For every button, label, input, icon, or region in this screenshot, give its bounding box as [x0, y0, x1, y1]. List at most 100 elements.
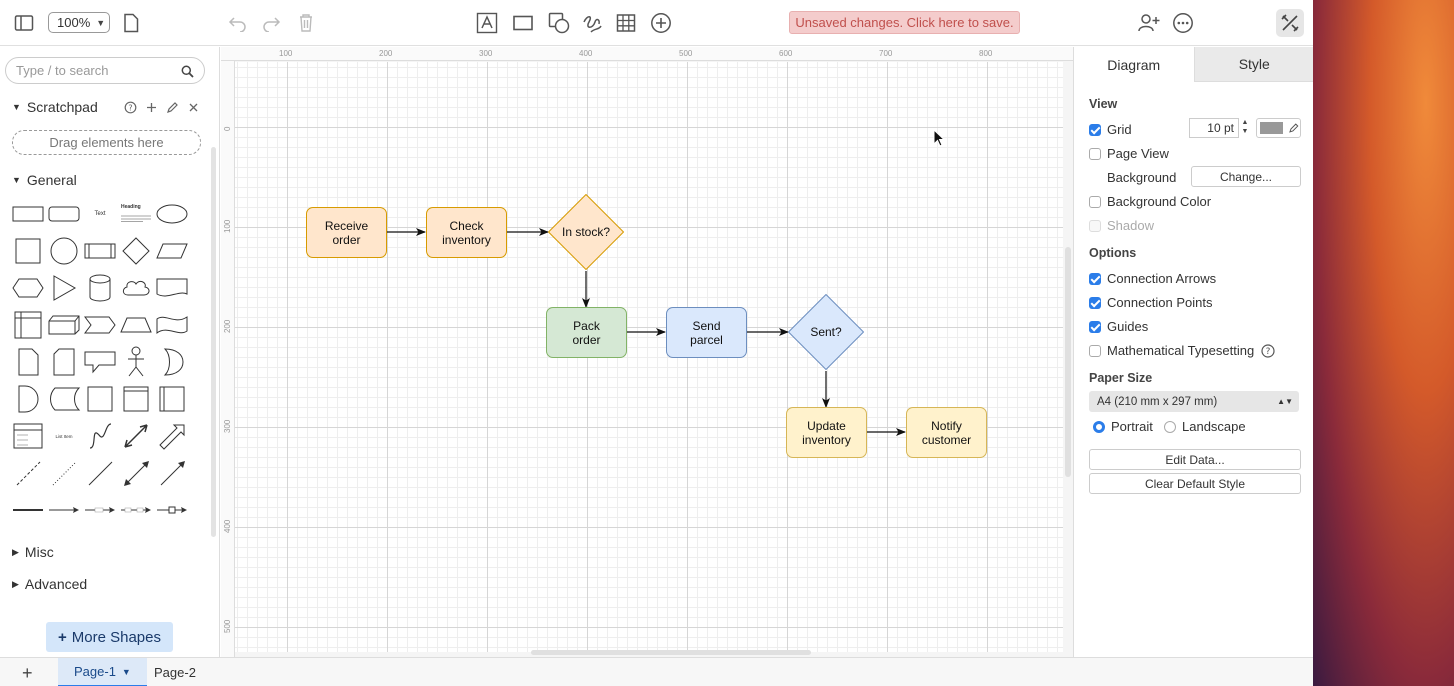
- zoom-dropdown[interactable]: 100%▼: [48, 12, 110, 33]
- sidebar-toggle-icon[interactable]: [14, 11, 34, 35]
- shape-line[interactable]: [82, 456, 118, 490]
- landscape-radio[interactable]: [1164, 420, 1176, 433]
- connection-arrows-checkbox[interactable]: [1089, 272, 1101, 285]
- background-color-checkbox[interactable]: [1089, 195, 1101, 208]
- shape-tape[interactable]: [154, 308, 190, 342]
- change-background-button[interactable]: Change...: [1191, 166, 1301, 187]
- stepper-up-icon[interactable]: ▲: [1241, 119, 1249, 126]
- shape-connector-label[interactable]: [82, 493, 118, 527]
- shape-container[interactable]: [82, 382, 118, 416]
- paper-size-select[interactable]: A4 (210 mm x 297 mm) ▲▼: [1089, 391, 1299, 412]
- shape-cloud[interactable]: [118, 271, 154, 305]
- edit-icon[interactable]: [166, 101, 179, 114]
- shape-link[interactable]: [10, 493, 46, 527]
- shape-triangle[interactable]: [46, 271, 82, 305]
- diagram-canvas[interactable]: 100 200 300 400 500 600 700 800 0 100 20…: [221, 47, 1073, 657]
- shape-list-item[interactable]: List Item: [55, 433, 73, 439]
- shape-connector-arrow[interactable]: [46, 493, 82, 527]
- shape-step[interactable]: [82, 308, 118, 342]
- shape-connector-two-labels[interactable]: [118, 493, 154, 527]
- shape-bidirectional-arrow[interactable]: [118, 419, 154, 453]
- stepper-down-icon[interactable]: ▼: [1241, 128, 1249, 135]
- shape-directional-connector[interactable]: [154, 456, 190, 490]
- delete-icon[interactable]: [297, 11, 315, 35]
- edit-data-button[interactable]: Edit Data...: [1089, 449, 1301, 470]
- shape-curve[interactable]: [82, 419, 118, 453]
- clear-default-style-button[interactable]: Clear Default Style: [1089, 473, 1301, 494]
- landscape-radio-row[interactable]: Landscape: [1164, 419, 1246, 434]
- shape-bidirectional-connector[interactable]: [118, 456, 154, 490]
- portrait-radio[interactable]: [1093, 420, 1105, 433]
- advanced-header[interactable]: ▶ Advanced: [12, 576, 87, 592]
- shape-cube[interactable]: [46, 308, 82, 342]
- sidebar-scrollbar[interactable]: [211, 147, 216, 537]
- shape-list[interactable]: [10, 419, 46, 453]
- shape-arrow[interactable]: [154, 419, 190, 453]
- connection-arrows-row[interactable]: Connection Arrows: [1089, 271, 1216, 286]
- unsaved-changes-banner[interactable]: Unsaved changes. Click here to save.: [789, 11, 1020, 34]
- general-header[interactable]: ▼ General: [12, 172, 77, 188]
- shape-hexagon[interactable]: [10, 271, 46, 305]
- scratchpad-header[interactable]: ▼ Scratchpad: [12, 99, 98, 115]
- shape-trapezoid[interactable]: [118, 308, 154, 342]
- close-icon[interactable]: [187, 101, 200, 114]
- shape-parallelogram[interactable]: [154, 234, 190, 268]
- shape-vertical-swimlane[interactable]: [154, 382, 190, 416]
- canvas-horizontal-scrollbar[interactable]: [531, 650, 811, 655]
- grid-size-stepper[interactable]: ▲▼: [1240, 118, 1250, 138]
- text-tool-icon[interactable]: [476, 11, 498, 35]
- shape-ellipse[interactable]: [154, 197, 190, 231]
- shape-square[interactable]: [10, 234, 46, 268]
- guides-checkbox[interactable]: [1089, 320, 1101, 333]
- shape-rectangle[interactable]: [10, 197, 46, 231]
- page-view-checkbox[interactable]: [1089, 147, 1101, 160]
- help-icon[interactable]: ?: [124, 101, 137, 114]
- node-sent-decision[interactable]: Sent?: [787, 293, 865, 371]
- freehand-tool-icon[interactable]: [581, 11, 603, 35]
- grid-color-picker[interactable]: [1256, 118, 1301, 138]
- shape-diamond[interactable]: [118, 234, 154, 268]
- grid-checkbox-row[interactable]: Grid: [1089, 122, 1132, 137]
- add-page-icon[interactable]: +: [22, 663, 33, 683]
- shape-dashed-line[interactable]: [10, 456, 46, 490]
- scratchpad-drop-zone[interactable]: Drag elements here: [12, 130, 201, 155]
- rectangle-tool-icon[interactable]: [513, 11, 533, 35]
- shape-note[interactable]: [10, 345, 46, 379]
- shapes-tool-icon[interactable]: [548, 11, 570, 35]
- shape-search-input[interactable]: Type / to search: [5, 57, 205, 84]
- shape-textbox[interactable]: Heading: [118, 197, 154, 231]
- shape-connector-symbol[interactable]: [154, 493, 190, 527]
- table-tool-icon[interactable]: [616, 11, 636, 35]
- shape-document[interactable]: [154, 271, 190, 305]
- background-color-row[interactable]: Background Color: [1089, 194, 1211, 209]
- search-icon[interactable]: [181, 65, 194, 78]
- shape-swimlane[interactable]: [118, 382, 154, 416]
- shape-text[interactable]: Text: [94, 211, 106, 217]
- more-shapes-button[interactable]: +More Shapes: [46, 622, 173, 652]
- insert-plus-icon[interactable]: [650, 11, 672, 35]
- math-typesetting-row[interactable]: Mathematical Typesetting ?: [1089, 343, 1275, 358]
- grid-checkbox[interactable]: [1089, 123, 1101, 136]
- shape-actor[interactable]: [118, 345, 154, 379]
- guides-row[interactable]: Guides: [1089, 319, 1148, 334]
- tab-style[interactable]: Style: [1193, 47, 1313, 82]
- shape-or[interactable]: [154, 345, 190, 379]
- eyedropper-icon[interactable]: [1288, 122, 1300, 134]
- shape-delay[interactable]: [10, 382, 46, 416]
- page-tab-1[interactable]: Page-1 ▼: [58, 658, 147, 686]
- shape-callout[interactable]: [82, 345, 118, 379]
- tab-diagram[interactable]: Diagram: [1107, 56, 1161, 73]
- more-options-icon[interactable]: [1172, 11, 1194, 35]
- shape-dotted-line[interactable]: [46, 456, 82, 490]
- undo-icon[interactable]: [228, 11, 248, 35]
- shape-rounded-rectangle[interactable]: [46, 197, 82, 231]
- page-tab-2[interactable]: Page-2: [138, 658, 212, 686]
- format-panel-toggle[interactable]: [1276, 9, 1304, 37]
- help-icon[interactable]: ?: [1261, 343, 1275, 358]
